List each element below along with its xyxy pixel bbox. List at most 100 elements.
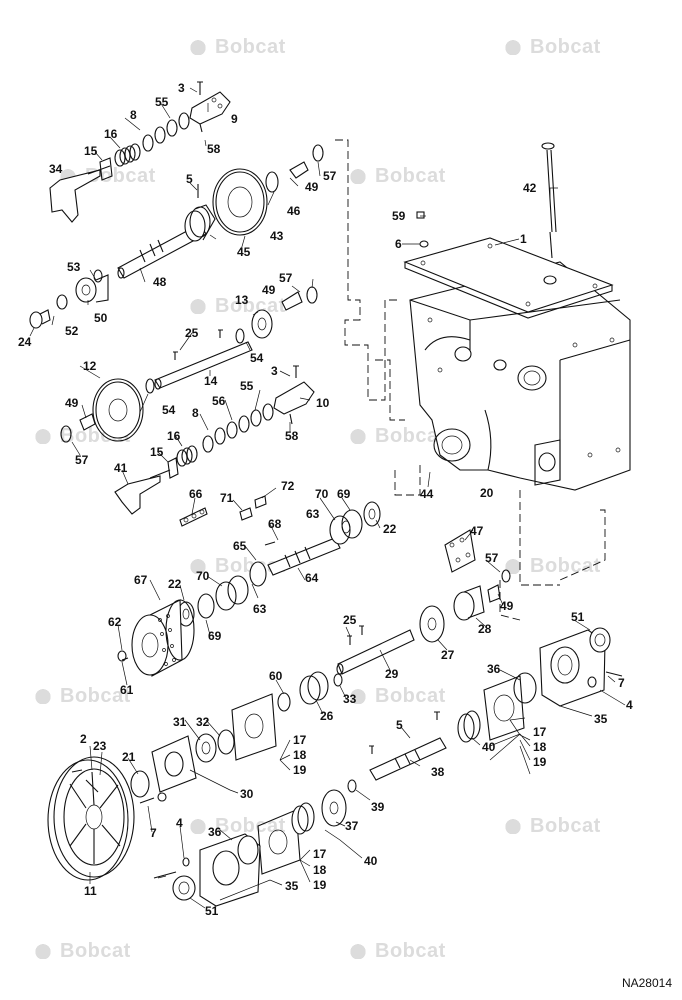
bobcat-logo-icon [345, 941, 371, 959]
callout-71: 71 [220, 491, 234, 505]
callout-57: 57 [279, 271, 293, 285]
bobcat-logo-icon [185, 816, 211, 834]
assembly-dashed-lines [335, 139, 606, 621]
bobcat-watermark: Bobcat [345, 425, 446, 448]
callout-52: 52 [65, 324, 79, 338]
callout-15: 15 [84, 144, 98, 158]
bobcat-logo-icon [345, 426, 371, 444]
callout-42: 42 [523, 181, 537, 195]
bobcat-logo-icon [500, 37, 526, 55]
callout-27: 27 [441, 648, 455, 662]
callout-51: 51 [205, 904, 219, 918]
callout-45: 45 [237, 245, 251, 259]
callout-25: 25 [185, 326, 199, 340]
callout-70: 70 [315, 487, 329, 501]
bobcat-logo-icon [185, 296, 211, 314]
callout-48: 48 [153, 275, 167, 289]
callout-57: 57 [75, 453, 89, 467]
callout-20: 20 [480, 486, 494, 500]
callout-55: 55 [155, 95, 169, 109]
callout-7: 7 [618, 676, 625, 690]
callout-44: 44 [420, 487, 434, 501]
callout-67: 67 [134, 573, 148, 587]
callout-40: 40 [364, 854, 378, 868]
callout-leaders [29, 87, 626, 909]
callout-1: 1 [520, 232, 527, 246]
callout-4: 4 [176, 816, 183, 830]
bobcat-watermark: Bobcat [185, 36, 286, 59]
bobcat-logo-icon [185, 556, 211, 574]
callout-5: 5 [186, 172, 193, 186]
bobcat-watermark: Bobcat [30, 685, 131, 708]
callout-56: 56 [212, 394, 226, 408]
right-bearing-flange [483, 627, 623, 741]
callout-41: 41 [114, 461, 128, 475]
callout-68: 68 [268, 517, 282, 531]
callout-57: 57 [323, 169, 337, 183]
callout-23: 23 [93, 739, 107, 753]
callout-5: 5 [396, 718, 403, 732]
cover-plate [403, 237, 614, 319]
lower-shift-assembly [114, 365, 315, 515]
upper-gear-shaft [117, 144, 324, 279]
callout-62: 62 [108, 615, 122, 629]
bobcat-watermark: Bobcat [185, 295, 286, 318]
callout-49: 49 [65, 396, 79, 410]
bobcat-logo-icon [500, 816, 526, 834]
callout-15: 15 [150, 445, 164, 459]
middle-shaft [154, 286, 318, 390]
callout-38: 38 [431, 765, 445, 779]
callout-17: 17 [313, 847, 327, 861]
bobcat-watermark: Bobcat [185, 555, 286, 578]
lower-drive-shaft [347, 710, 481, 793]
cover-screws [416, 211, 429, 248]
callout-51: 51 [571, 610, 585, 624]
bobcat-watermark: Bobcat [500, 815, 601, 838]
callout-50: 50 [94, 311, 108, 325]
callout-22: 22 [383, 522, 397, 536]
callout-70: 70 [196, 569, 210, 583]
callout-43: 43 [270, 229, 284, 243]
bobcat-watermark: Bobcat [185, 815, 286, 838]
callout-31: 31 [173, 715, 187, 729]
callout-26: 26 [320, 709, 334, 723]
callout-3: 3 [178, 81, 185, 95]
callout-60: 60 [269, 669, 283, 683]
callout-30: 30 [240, 787, 254, 801]
callout-16: 16 [167, 429, 181, 443]
callout-33: 33 [343, 692, 357, 706]
callout-63: 63 [306, 507, 320, 521]
callout-11: 11 [84, 884, 97, 898]
callout-53: 53 [67, 260, 81, 274]
callout-25: 25 [343, 613, 357, 627]
callout-57: 57 [485, 551, 499, 565]
callout-6: 6 [395, 237, 402, 251]
shaft-end-parts [29, 269, 109, 329]
callout-58: 58 [285, 429, 299, 443]
left-bearing-group [130, 693, 277, 804]
callout-59: 59 [392, 209, 406, 223]
callout-7: 7 [150, 826, 157, 840]
callout-47: 47 [470, 524, 484, 538]
callout-13: 13 [235, 293, 249, 307]
drive-pulley [47, 756, 135, 881]
callout-17: 17 [533, 725, 547, 739]
callout-34: 34 [49, 162, 63, 176]
bobcat-watermark: Bobcat [345, 685, 446, 708]
callout-17: 17 [293, 733, 307, 747]
callout-32: 32 [196, 715, 210, 729]
callout-19: 19 [313, 878, 327, 892]
bottom-bearing-flange [153, 789, 347, 907]
callout-18: 18 [313, 863, 327, 877]
callout-54: 54 [162, 403, 176, 417]
callout-49: 49 [262, 283, 276, 297]
drawing-number: NA28014 [621, 976, 672, 990]
drive-drum [117, 599, 195, 677]
callout-4: 4 [626, 698, 633, 712]
bobcat-watermark: Bobcat [500, 36, 601, 59]
bobcat-watermark: Bobcat [345, 940, 446, 963]
callout-61: 61 [120, 683, 134, 697]
callout-18: 18 [293, 748, 307, 762]
callout-54: 54 [250, 351, 264, 365]
